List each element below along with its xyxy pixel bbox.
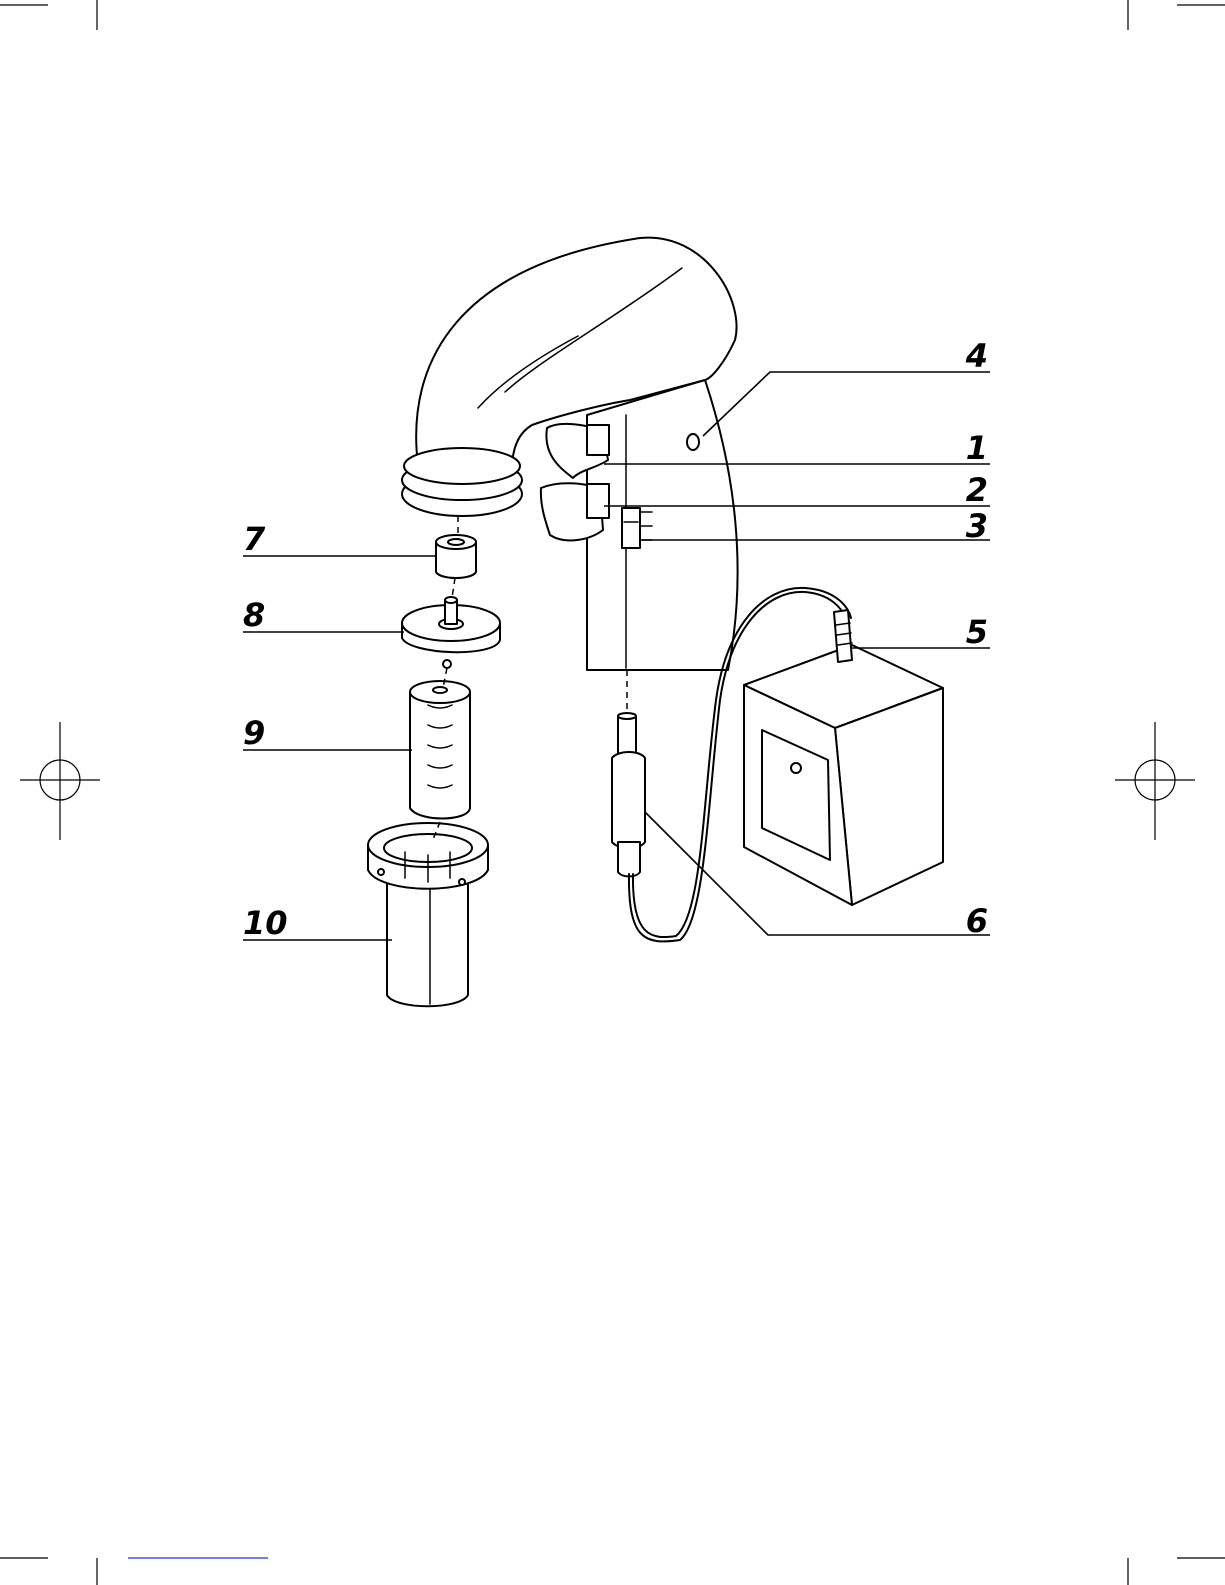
registration-mark-right (1115, 722, 1195, 840)
callout-7: 7 (243, 520, 266, 558)
silicone-adapter (436, 535, 476, 578)
callout-8: 8 (243, 596, 265, 634)
callout-9: 9 (243, 714, 265, 752)
charger-unit (744, 610, 943, 905)
charger-plug (612, 713, 645, 877)
membrane-filter (402, 597, 500, 668)
callout-5: 5 (966, 613, 988, 651)
callout-3: 3 (966, 507, 988, 545)
callout-6: 6 (966, 902, 988, 940)
nozzle-cone (410, 681, 470, 819)
callout-4: 4 (965, 337, 988, 375)
speed-switch (622, 508, 640, 548)
pipette-holder (368, 823, 488, 1006)
registration-mark-left (20, 722, 100, 840)
callout-2: 2 (966, 471, 988, 509)
indicator-lamp (687, 434, 699, 450)
callout-1: 1 (966, 429, 988, 467)
callout-10: 10 (243, 904, 288, 942)
